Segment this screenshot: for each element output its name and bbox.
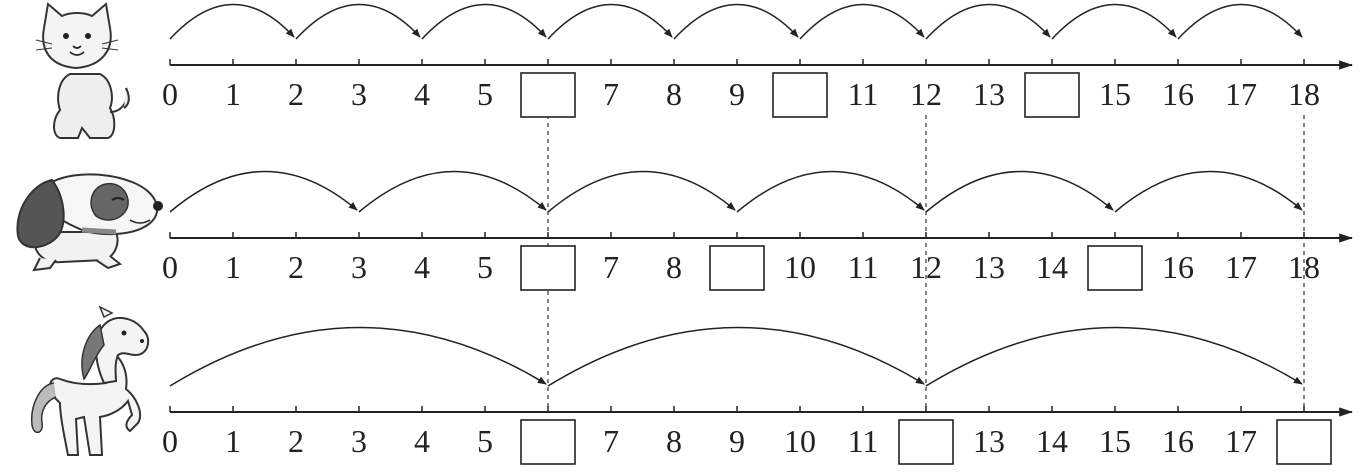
answer-box[interactable] (898, 419, 954, 465)
number-label: 0 (162, 76, 178, 112)
number-label: 9 (729, 423, 745, 459)
number-label: 7 (603, 76, 619, 112)
number-label: 15 (1099, 76, 1131, 112)
number-label: 2 (288, 423, 304, 459)
number-label: 8 (666, 249, 682, 285)
number-label: 9 (729, 76, 745, 112)
number-label: 5 (477, 76, 493, 112)
hop-arrow (169, 170, 358, 213)
number-label: 17 (1225, 423, 1257, 459)
hop-arrow (925, 170, 1114, 213)
number-label: 4 (414, 423, 430, 459)
number-label: 0 (162, 423, 178, 459)
dog-icon (16, 173, 163, 272)
hop-arrow (358, 170, 547, 213)
number-line: 0 1 2 3 4 5 7 8 9 10 11 13 14 15 16 17 (162, 326, 1354, 465)
number-label: 14 (1036, 249, 1068, 285)
hop-arrow (925, 326, 1303, 387)
number-label: 16 (1162, 423, 1194, 459)
answer-box[interactable] (709, 245, 765, 291)
number-label: 5 (477, 249, 493, 285)
number-label: 15 (1099, 423, 1131, 459)
cat-icon (35, 2, 130, 139)
hop-arrow (1051, 3, 1177, 40)
number-label: 3 (351, 76, 367, 112)
number-label: 2 (288, 249, 304, 285)
hop-arrow (547, 326, 925, 387)
number-label: 10 (784, 423, 816, 459)
answer-box[interactable] (1024, 72, 1080, 118)
number-label: 7 (603, 423, 619, 459)
number-label: 1 (225, 76, 241, 112)
hop-arrow (547, 3, 673, 40)
number-label: 11 (848, 423, 879, 459)
hop-arrow (547, 170, 736, 213)
hop-arrow (295, 3, 421, 40)
number-label: 18 (1288, 249, 1320, 285)
hop-arrow (925, 3, 1051, 40)
answer-box[interactable] (1087, 245, 1143, 291)
number-label: 0 (162, 249, 178, 285)
number-label: 17 (1225, 249, 1257, 285)
number-label: 13 (973, 76, 1005, 112)
hop-arrow (1177, 3, 1303, 40)
number-label: 12 (910, 76, 942, 112)
number-label: 18 (1288, 76, 1320, 112)
number-label: 14 (1036, 423, 1068, 459)
number-label: 4 (414, 249, 430, 285)
answer-box[interactable] (520, 72, 576, 118)
number-label: 16 (1162, 76, 1194, 112)
number-label: 7 (603, 249, 619, 285)
answer-box[interactable] (520, 419, 576, 465)
answer-box[interactable] (1276, 419, 1332, 465)
hop-arrow (799, 3, 925, 40)
answer-box[interactable] (772, 72, 828, 118)
hop-arrow (421, 3, 547, 40)
number-label: 8 (666, 76, 682, 112)
number-label: 1 (225, 423, 241, 459)
answer-box[interactable] (520, 245, 576, 291)
number-label: 5 (477, 423, 493, 459)
number-label: 16 (1162, 249, 1194, 285)
hop-arrow (673, 3, 799, 40)
hop-arrow (169, 3, 295, 40)
hop-arrow (1114, 170, 1303, 213)
number-label: 8 (666, 423, 682, 459)
number-label: 11 (848, 249, 879, 285)
number-label: 11 (848, 76, 879, 112)
hop-arrow (169, 326, 547, 387)
number-label: 13 (973, 249, 1005, 285)
number-label: 12 (910, 249, 942, 285)
horse-icon (31, 305, 150, 456)
number-label: 2 (288, 76, 304, 112)
number-label: 3 (351, 423, 367, 459)
number-label: 1 (225, 249, 241, 285)
number-label: 17 (1225, 76, 1257, 112)
number-label: 13 (973, 423, 1005, 459)
number-label: 4 (414, 76, 430, 112)
number-label: 10 (784, 249, 816, 285)
number-label: 3 (351, 249, 367, 285)
hop-arrow (736, 170, 925, 213)
